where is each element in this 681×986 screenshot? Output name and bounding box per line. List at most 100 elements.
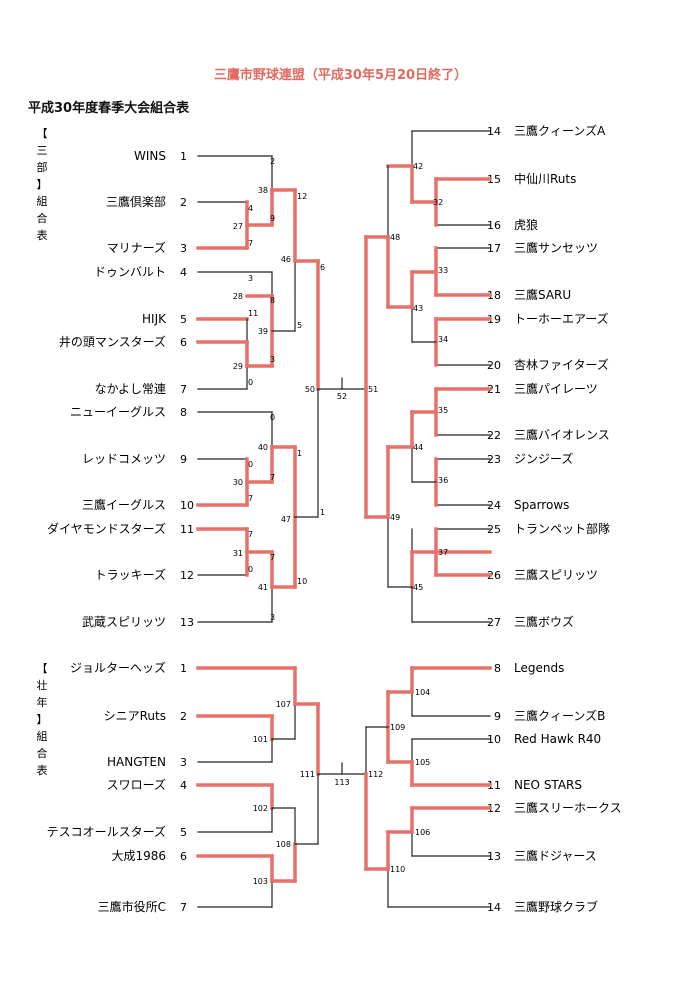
section-label-char: 年 (37, 695, 48, 709)
game-number: 50 (305, 385, 315, 394)
team-name: 三鷹サンセッツ (514, 240, 598, 255)
game-number: 109 (390, 723, 405, 732)
team-seed: 23 (487, 453, 501, 466)
team-seed: 10 (180, 499, 194, 512)
game-number: 42 (413, 162, 423, 171)
section-label-char: 組 (37, 730, 48, 743)
game-number: 103 (253, 877, 268, 886)
game-number: 112 (368, 770, 383, 779)
team-seed: 1 (180, 150, 187, 163)
team-name: スワローズ (107, 777, 166, 792)
team-seed: 8 (180, 406, 187, 419)
game-number: 38 (258, 186, 268, 195)
score: 7 (248, 530, 253, 539)
team-name: 三鷹スピリッツ (514, 567, 598, 582)
team-seed: 3 (180, 242, 187, 255)
score: 8 (270, 296, 275, 305)
team-seed: 13 (487, 850, 501, 863)
team-seed: 9 (494, 710, 501, 723)
team-name: 大成1986 (111, 849, 166, 863)
team-seed: 12 (180, 569, 194, 582)
team-seed: 3 (180, 756, 187, 769)
score: 2 (270, 157, 275, 166)
team-seed: 14 (487, 901, 501, 914)
team-seed: 8 (494, 662, 501, 675)
score: 3 (248, 274, 253, 283)
team-seed: 10 (487, 733, 501, 746)
game-number: 39 (258, 327, 268, 336)
page-subtitle: 平成30年度春季大会組合表 (28, 101, 190, 116)
team-seed: 27 (487, 616, 501, 629)
score: 0 (248, 565, 253, 574)
team-name: マリナーズ (107, 240, 166, 255)
score: 7 (270, 553, 275, 562)
team-name: 井の頭マンスターズ (59, 334, 166, 349)
team-name: 三鷹市役所C (98, 899, 166, 914)
game-number: 111 (300, 770, 315, 779)
team-name: Red Hawk R40 (514, 732, 601, 746)
team-name: 武蔵スピリッツ (82, 615, 166, 629)
team-name: NEO STARS (514, 778, 582, 792)
score: 0 (270, 413, 275, 422)
team-name: トランペット部隊 (514, 521, 610, 536)
game-number: 51 (368, 385, 378, 394)
score: 10 (297, 577, 307, 586)
team-name: ジョルターヘッズ (70, 660, 166, 675)
team-seed: 6 (180, 336, 187, 349)
game-number: 52 (337, 392, 347, 401)
team-name: 三鷹バイオレンス (514, 427, 610, 442)
team-seed: 9 (180, 453, 187, 466)
team-name: 三鷹スリーホークス (514, 800, 622, 815)
team-name: 三鷹ドジャース (514, 848, 597, 863)
game-number: 49 (390, 513, 400, 522)
team-seed: 5 (180, 826, 187, 839)
team-seed: 16 (487, 219, 501, 232)
team-name: 中仙川Ruts (514, 171, 576, 186)
team-seed: 26 (487, 569, 501, 582)
game-number: 101 (253, 735, 268, 744)
score: 0 (248, 460, 253, 469)
game-number: 45 (413, 583, 423, 592)
section-label-char: 】 (37, 713, 48, 726)
section-label-char: 部 (37, 160, 48, 174)
team-seed: 6 (180, 850, 187, 863)
section-label-char: 合 (37, 211, 48, 225)
team-name: テスコオールスターズ (47, 824, 166, 839)
game-number: 43 (413, 304, 423, 313)
team-seed: 14 (487, 125, 501, 138)
game-number: 113 (334, 778, 349, 787)
team-seed: 2 (180, 710, 187, 723)
section-label-char: 【 (37, 127, 48, 140)
game-number: 47 (281, 515, 291, 524)
team-seed: 22 (487, 429, 501, 442)
team-seed: 25 (487, 523, 501, 536)
score: 3 (270, 355, 275, 364)
game-number: 33 (438, 266, 448, 275)
team-name: 三鷹野球クラブ (514, 899, 598, 914)
score: 11 (248, 309, 258, 318)
game-number: 110 (390, 865, 405, 874)
game-number: 32 (433, 198, 443, 207)
game-number: 105 (415, 758, 430, 767)
team-name: トラッキーズ (95, 567, 166, 582)
score: 7 (270, 473, 275, 482)
section-label-char: 【 (37, 662, 48, 675)
section-label-char: 表 (37, 228, 48, 242)
team-name: WINS (134, 149, 166, 163)
game-number: 34 (438, 335, 448, 344)
game-number: 106 (415, 828, 430, 837)
game-number: 40 (258, 443, 268, 452)
team-seed: 13 (180, 616, 194, 629)
team-name: 三鷹倶楽部 (106, 194, 166, 209)
game-number: 35 (438, 406, 448, 415)
team-seed: 11 (487, 779, 501, 792)
team-name: 三鷹ボウズ (514, 614, 574, 629)
team-name: 三鷹クィーンズB (514, 708, 605, 723)
team-name: Sparrows (514, 498, 569, 512)
score: 1 (297, 449, 302, 458)
game-number: 29 (233, 362, 243, 371)
game-number: 41 (258, 583, 268, 592)
section-label-char: 表 (37, 763, 48, 777)
team-name: HIJK (142, 312, 167, 326)
game-number: 30 (233, 478, 243, 487)
